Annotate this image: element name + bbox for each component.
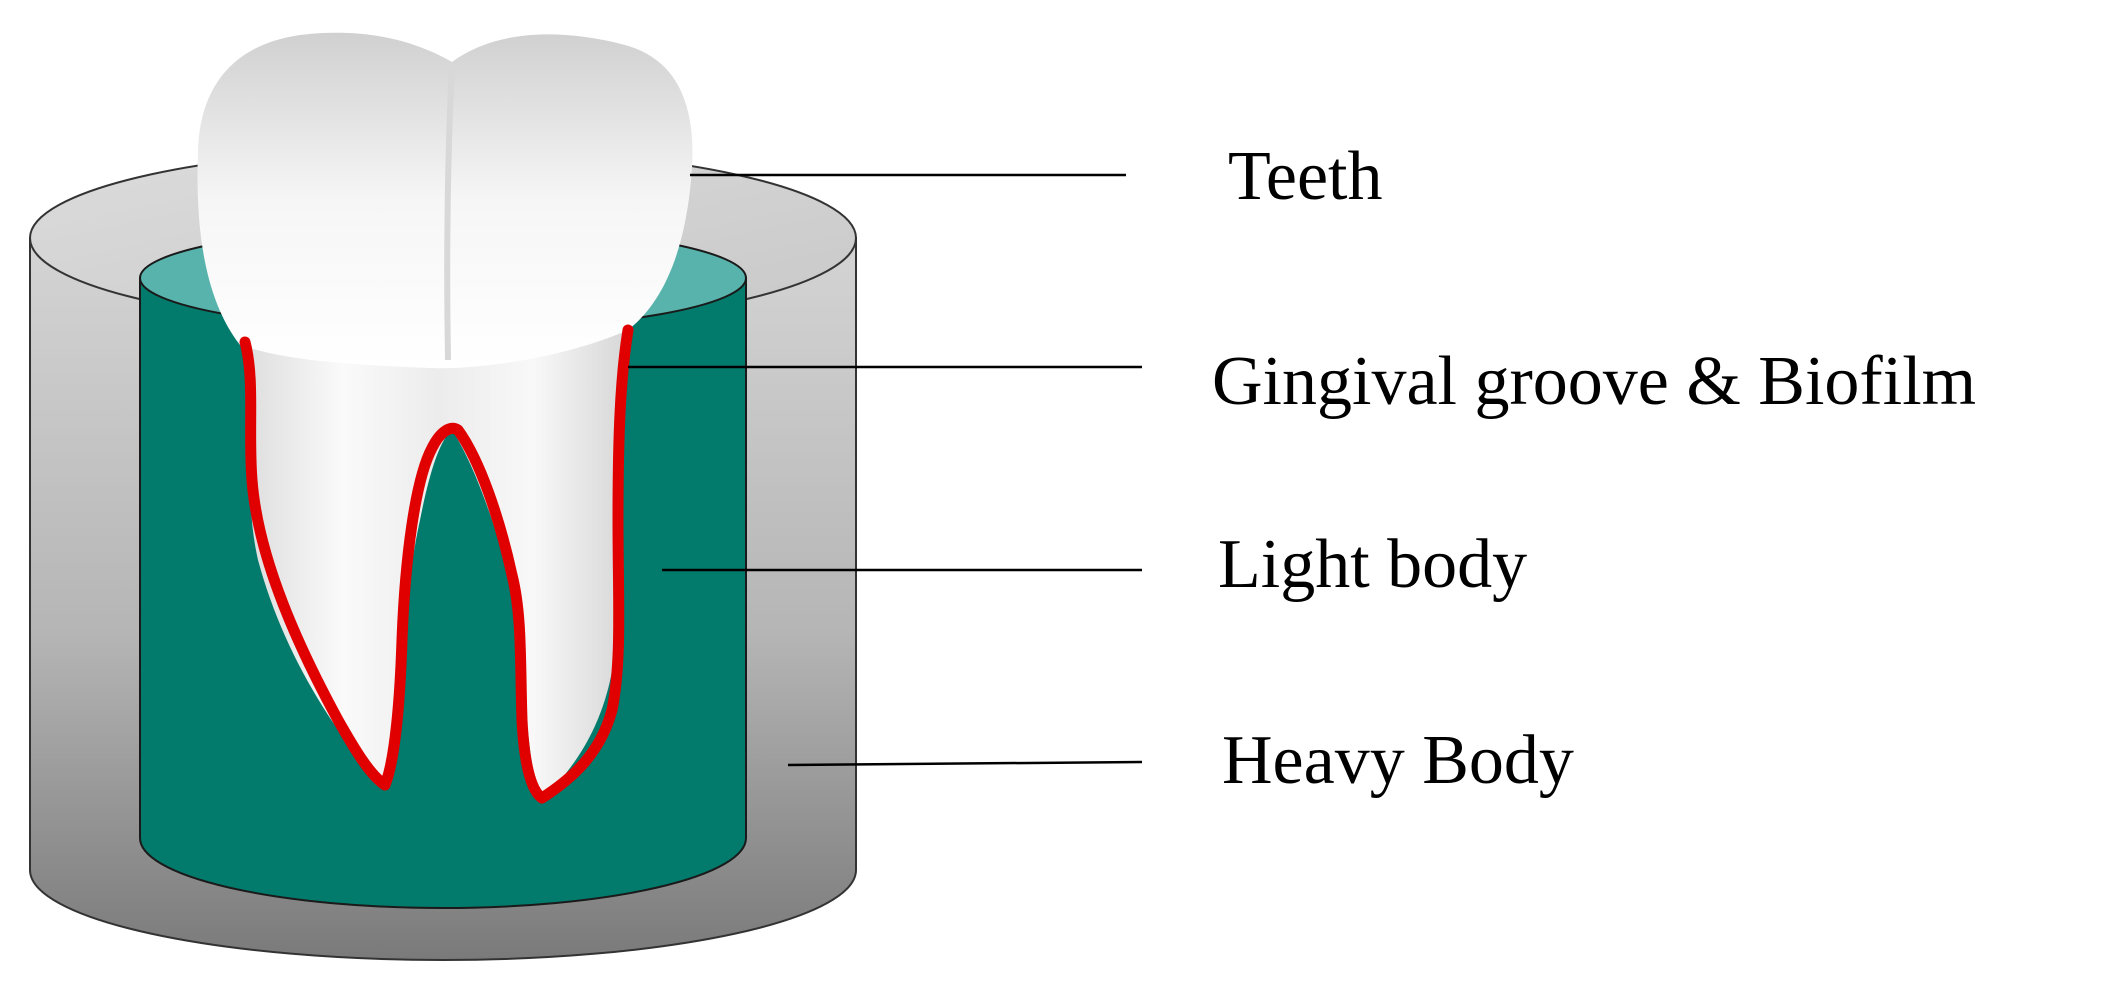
leader-line-heavy-body: [787, 760, 1143, 767]
biofilm-line: [239, 324, 634, 804]
tooth-roots: [248, 330, 628, 800]
label-heavy-body: Heavy Body: [1222, 722, 1574, 799]
tooth: [197, 32, 693, 800]
label-gingival-groove-biofilm: Gingival groove & Biofilm: [1212, 343, 1977, 420]
label-light-body: Light body: [1218, 526, 1528, 603]
label-teeth: Teeth: [1228, 138, 1383, 215]
tooth-crown-groove: [444, 69, 455, 361]
